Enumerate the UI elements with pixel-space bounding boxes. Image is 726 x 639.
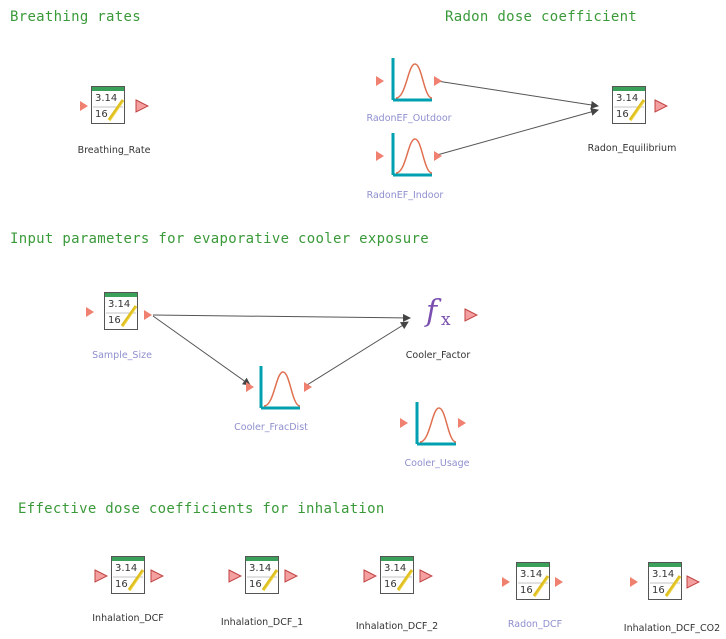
data-element-icon: 3.14 16	[380, 556, 414, 594]
output-port-icon[interactable]	[284, 569, 298, 583]
node-label-inhalation-dcf: Inhalation_DCF	[92, 613, 164, 624]
input-port-icon	[376, 76, 384, 86]
wire-indoor-to-equilibrium[interactable]	[436, 108, 599, 156]
node-sample-size[interactable]: 3.14 16	[86, 292, 156, 332]
node-label-radon-indoor: RadonEF_Indoor	[366, 190, 444, 201]
distribution-icon	[259, 366, 301, 410]
data-element-bottom-value: 16	[95, 109, 108, 120]
output-port-icon[interactable]	[458, 418, 466, 428]
output-port-icon[interactable]	[434, 151, 442, 161]
node-inhalation-dcf-2[interactable]: 3.14 16	[363, 556, 437, 596]
data-element-bottom-value: 16	[115, 579, 128, 590]
node-label-radon-dcf: Radon_DCF	[507, 619, 563, 630]
section-title-inhalation: Effective dose coefficients for inhalati…	[18, 501, 385, 517]
data-element-top-value: 3.14	[616, 93, 639, 104]
data-element-icon: 3.14 16	[245, 556, 279, 594]
input-port-icon	[502, 577, 510, 587]
output-port-icon[interactable]	[555, 577, 563, 587]
node-inhalation-dcf-1[interactable]: 3.14 16	[228, 556, 302, 596]
node-label-sample-size: Sample_Size	[92, 350, 152, 361]
output-port-icon[interactable]	[434, 76, 442, 86]
section-title-breathing: Breathing rates	[10, 9, 141, 25]
data-element-bottom-value: 16	[652, 585, 665, 596]
data-element-icon: 3.14 16	[648, 562, 682, 600]
input-port-icon	[376, 151, 384, 161]
data-element-top-value: 3.14	[95, 93, 118, 104]
output-port-icon[interactable]	[135, 99, 149, 113]
node-label-radon-outdoor: RadonEF_Outdoor	[366, 113, 452, 124]
data-element-icon: 3.14 16	[104, 292, 138, 330]
data-element-top-value: 3.14	[108, 299, 131, 310]
data-element-bottom-value: 16	[520, 585, 533, 596]
output-port-icon[interactable]	[686, 575, 700, 589]
node-label-inhalation-dcf-1: Inhalation_DCF_1	[220, 617, 304, 628]
data-element-bottom-value: 16	[249, 579, 262, 590]
wire-samplesize-to-factor[interactable]	[152, 313, 411, 322]
function-subscript: x	[441, 310, 451, 330]
data-element-top-value: 3.14	[652, 569, 675, 580]
node-radon-outdoor[interactable]	[376, 56, 442, 104]
output-port-icon[interactable]	[150, 569, 164, 583]
input-port-icon	[94, 569, 108, 583]
data-element-icon: 3.14 16	[111, 556, 145, 594]
data-element-top-value: 3.14	[520, 569, 543, 580]
distribution-icon	[391, 133, 433, 177]
input-port-icon	[630, 577, 638, 587]
data-element-bottom-value: 16	[108, 315, 121, 326]
input-port-icon	[80, 101, 88, 111]
input-port-icon	[246, 382, 254, 392]
node-label-cooler-factor: Cooler_Factor	[405, 350, 471, 361]
input-port-icon	[86, 307, 94, 317]
data-element-icon: 3.14 16	[91, 86, 125, 124]
data-element-top-value: 3.14	[249, 563, 272, 574]
output-port-icon[interactable]	[419, 569, 433, 583]
node-cooler-fracdist[interactable]	[246, 364, 312, 412]
function-symbol: f	[426, 294, 438, 329]
data-element-top-value: 3.14	[384, 563, 407, 574]
output-port-icon[interactable]	[304, 382, 312, 392]
data-element-icon: 3.14 16	[516, 562, 550, 600]
output-port-icon[interactable]	[654, 99, 668, 113]
data-element-top-value: 3.14	[115, 563, 138, 574]
node-label-inhalation-dcf-co2: Inhalation_DCF_CO2	[623, 623, 721, 634]
node-label-breathing-rate: Breathing_Rate	[77, 145, 151, 156]
node-radon-equilibrium[interactable]: 3.14 16	[600, 86, 674, 126]
distribution-icon	[415, 402, 457, 446]
data-element-bottom-value: 16	[384, 579, 397, 590]
data-element-icon: 3.14 16	[612, 86, 646, 124]
output-port-icon[interactable]	[144, 310, 152, 320]
section-title-cooler: Input parameters for evaporative cooler …	[10, 231, 429, 247]
node-radon-dcf[interactable]: 3.14 16	[502, 562, 572, 602]
distribution-icon	[391, 58, 433, 102]
input-port-icon	[228, 569, 242, 583]
wire-outdoor-to-equilibrium[interactable]	[436, 80, 599, 109]
node-label-cooler-usage: Cooler_Usage	[404, 458, 470, 469]
node-label-radon-equilibrium: Radon_Equilibrium	[587, 143, 677, 154]
node-inhalation-dcf-co2[interactable]: 3.14 16	[630, 562, 704, 602]
node-label-cooler-fracdist: Cooler_FracDist	[234, 422, 308, 433]
function-icon: f x	[426, 294, 458, 336]
output-port-icon[interactable]	[464, 308, 478, 322]
node-breathing-rate[interactable]: 3.14 16	[80, 86, 154, 126]
wire-fracdist-to-factor[interactable]	[306, 321, 409, 386]
node-cooler-usage[interactable]	[400, 400, 466, 448]
node-cooler-factor[interactable]: f x	[410, 294, 484, 340]
node-radon-indoor[interactable]	[376, 131, 442, 179]
input-port-icon	[400, 418, 408, 428]
input-port-icon	[363, 569, 377, 583]
section-title-radon: Radon dose coefficient	[445, 9, 638, 25]
node-label-inhalation-dcf-2: Inhalation_DCF_2	[355, 621, 439, 632]
data-element-bottom-value: 16	[616, 109, 629, 120]
node-inhalation-dcf[interactable]: 3.14 16	[94, 556, 168, 596]
wire-samplesize-to-fracdist[interactable]	[152, 315, 251, 386]
